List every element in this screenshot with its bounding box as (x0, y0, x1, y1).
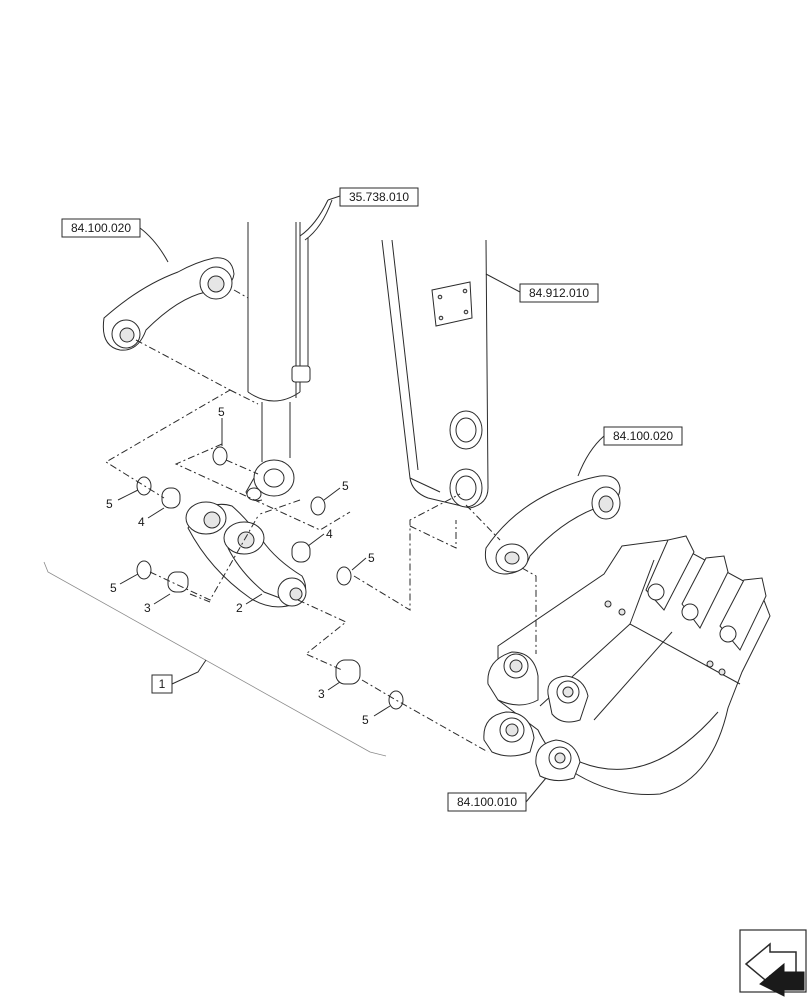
ref-35738010-label: 35.738.010 (349, 190, 409, 204)
ref-1: 1 (151, 659, 207, 694)
dipper-arm (381, 239, 489, 509)
ref-35738010: 35.738.010 (327, 187, 419, 207)
ref-84100020-right-label: 84.100.020 (613, 429, 673, 443)
ref-84912010: 84.912.010 (485, 273, 599, 303)
link-right (484, 475, 621, 575)
ref-84100010: 84.100.010 (447, 777, 547, 812)
lever-link-2 (185, 501, 307, 608)
item-3-b: 3 (318, 687, 325, 701)
item-5-c: 5 (342, 479, 349, 493)
item-4-b: 4 (326, 527, 333, 541)
bushings (161, 487, 361, 685)
ref-84100010-label: 84.100.010 (457, 795, 517, 809)
item-5-a: 5 (218, 405, 225, 419)
next-page-arrow-icon[interactable] (739, 929, 807, 997)
item-4-a: 4 (138, 515, 145, 529)
ref-1-label: 1 (159, 677, 166, 691)
bucket (483, 535, 771, 795)
item-2: 2 (236, 601, 243, 615)
group-outline-line (43, 561, 387, 757)
ref-84100020-top: 84.100.020 (61, 218, 169, 263)
snap-rings (136, 446, 404, 710)
ref-84100020-right: 84.100.020 (577, 426, 683, 477)
item-5-f: 5 (362, 713, 369, 727)
hydraulic-cylinder (245, 199, 333, 502)
item-callouts: 5 5 4 5 4 5 5 3 2 3 5 (106, 405, 391, 727)
assembly-lines (105, 289, 537, 753)
item-5-e: 5 (110, 581, 117, 595)
ref-84100020-top-label: 84.100.020 (71, 221, 131, 235)
ref-84912010-label: 84.912.010 (529, 286, 589, 300)
item-5-b: 5 (106, 497, 113, 511)
item-3-a: 3 (144, 601, 151, 615)
item-5-d: 5 (368, 551, 375, 565)
link-upper-left (102, 257, 235, 351)
